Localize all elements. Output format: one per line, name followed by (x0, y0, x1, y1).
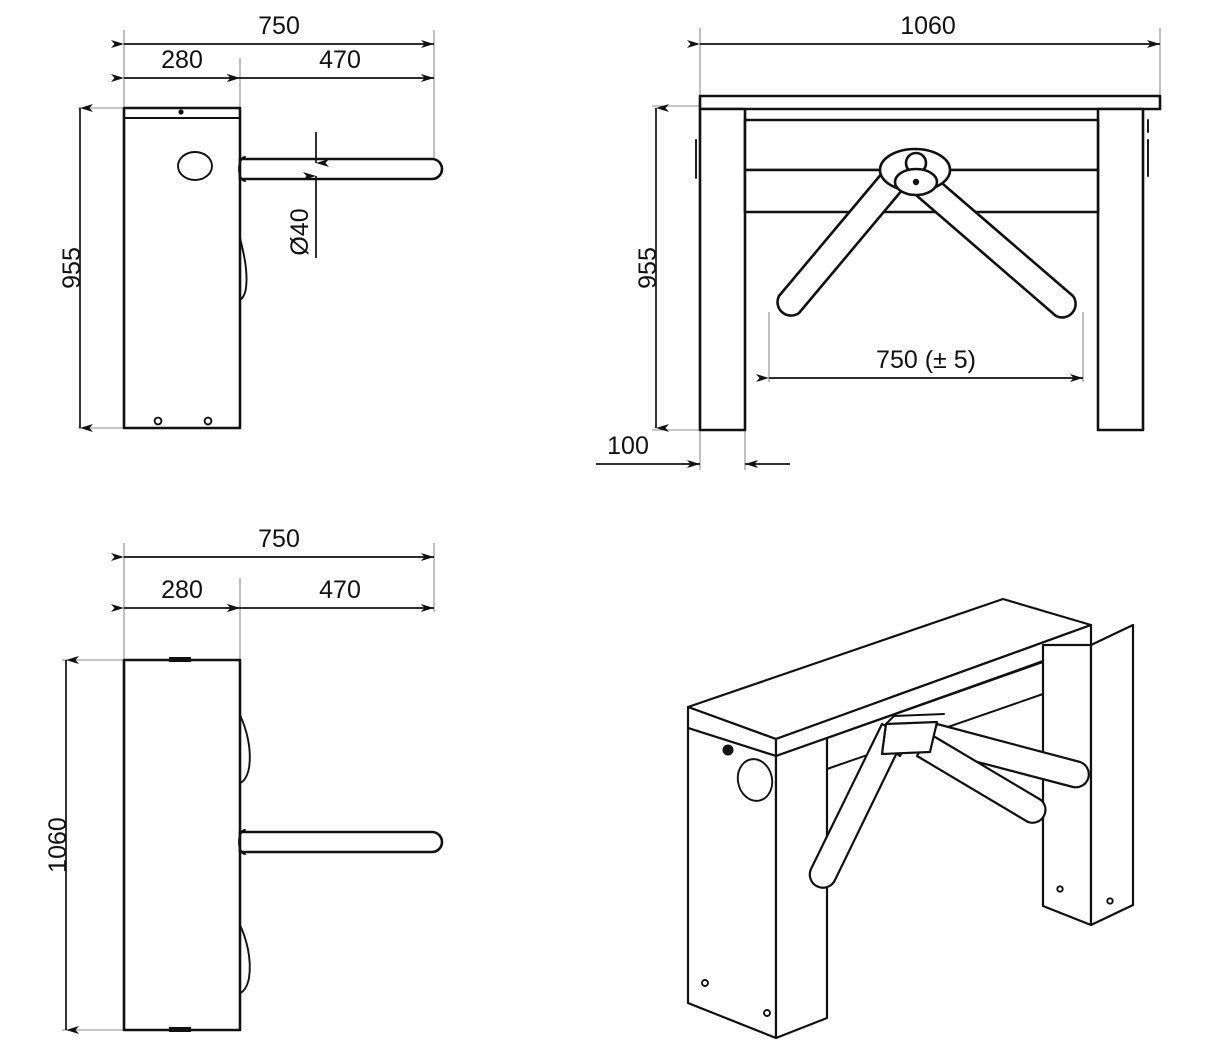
anchor-screw-right (203, 416, 213, 426)
iso-hub-collar-top (893, 713, 945, 717)
dimension-label-750-tol: 750 (± 5) (876, 346, 976, 374)
dimension-label-280-b: 280 (161, 576, 203, 604)
dimension-label-955-a: 955 (58, 247, 86, 289)
cabinet-side-profile (122, 106, 248, 430)
iso-hub-collar-left (885, 715, 895, 725)
iso-led-dot (722, 744, 734, 756)
dimension-diameter-40: Ø40 (286, 132, 329, 258)
dimension-label-d40: Ø40 (286, 208, 314, 255)
tripod-arms-front (776, 147, 1077, 319)
left-column (698, 107, 747, 432)
arm-left (776, 170, 905, 317)
bottom-tab (169, 1027, 191, 1032)
dimension-label-750-a: 750 (258, 12, 300, 40)
right-column (1096, 107, 1145, 432)
view-isometric (686, 597, 1135, 1040)
iso-right-screw-b (1106, 897, 1114, 905)
iso-arm-left (808, 722, 907, 889)
hidden-arm-upper (239, 714, 251, 784)
iso-tripod-arms (808, 713, 1090, 889)
view-front-955: 1060 955 (596, 12, 1162, 470)
iso-right-cab-front (1089, 623, 1135, 927)
view-side-1060: 750 280 470 1060 (44, 525, 444, 1034)
dimension-955-top-left: 955 (58, 104, 93, 432)
iso-hub-edge (881, 723, 887, 755)
dimension-1060-front: 1060 (687, 12, 1160, 48)
dimension-955-front: 955 (634, 104, 669, 432)
dimension-280-top-left: 280 (111, 46, 240, 82)
dimension-label-100: 100 (607, 432, 649, 460)
iso-arm-right (926, 722, 1090, 789)
dimension-100: 100 (596, 432, 790, 468)
iso-left-cabinet (686, 726, 829, 1040)
iso-left-screw-b (763, 1009, 771, 1017)
dimension-470-bottom-left: 470 (227, 576, 434, 612)
dimension-label-280-a: 280 (161, 46, 203, 74)
iso-top-cap (686, 597, 1093, 758)
dimension-750-top-left: 750 (111, 12, 434, 48)
turnstile-arm-side-2 (238, 827, 444, 857)
turnstile-frame-front (695, 94, 1162, 432)
dimension-750-tolerance: 750 (± 5) (756, 346, 1083, 382)
dimension-label-955-b: 955 (634, 247, 662, 289)
top-tab (169, 657, 191, 662)
dimension-280-bottom-left: 280 (111, 576, 240, 612)
top-cap (698, 94, 1162, 111)
anchor-screw-left (153, 416, 163, 426)
card-reader-hole (177, 151, 213, 181)
top-led-dot (178, 109, 184, 115)
iso-left-screw-a (701, 979, 709, 987)
dimension-label-750-b: 750 (258, 525, 300, 553)
iso-rail-top (826, 660, 1044, 739)
iso-left-cab-front (774, 736, 829, 1040)
dimension-label-1060: 1060 (900, 12, 956, 40)
turnstile-arm-side (238, 155, 444, 183)
iso-hub-body (880, 720, 939, 756)
dimension-470-top-left: 470 (227, 46, 434, 82)
hub-center-dot (912, 178, 920, 186)
dimension-750-bottom-left: 750 (111, 525, 434, 561)
cabinet-side-profile-tall (122, 657, 251, 1032)
dimension-label-470-a: 470 (319, 46, 361, 74)
iso-card-reader (736, 758, 774, 802)
iso-right-screw-a (1056, 885, 1064, 893)
dimension-label-1060-side: 1060 (44, 817, 72, 873)
view-side-955: 750 280 470 955 (58, 12, 444, 432)
dimension-label-470-b: 470 (319, 576, 361, 604)
iso-left-cab-side (686, 726, 778, 1040)
arm-right (907, 170, 1077, 319)
iso-arm-front (915, 732, 1047, 824)
hidden-arm-lower-2 (239, 924, 251, 994)
dimension-1060-side: 1060 (44, 656, 79, 1034)
hidden-arm-lower (239, 237, 248, 301)
